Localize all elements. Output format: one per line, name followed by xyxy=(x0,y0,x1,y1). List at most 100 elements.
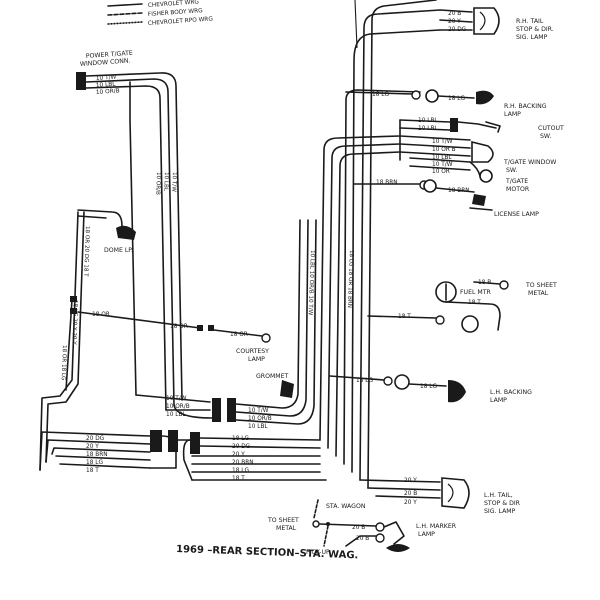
cutout-switch: 10 LBL 10 LBL CUTOUT SW. xyxy=(399,118,564,161)
wire-label: 10 LBL xyxy=(418,118,438,124)
cutout-label: CUTOUT xyxy=(538,125,564,132)
wire-label: 20 B xyxy=(448,11,461,17)
fuel-mtr-label: FUEL MTR xyxy=(460,289,492,296)
lh-backing-label-2: LAMP xyxy=(490,397,507,404)
wire-label: 20 Y xyxy=(404,500,417,506)
wire-label: 20 Y xyxy=(448,19,461,25)
wire-label: 10 LBL xyxy=(166,412,186,418)
tgate-window-switch: 10 T/W 10 OR B 10 LBL 10 T/W 10 OR T/GAT… xyxy=(399,135,556,193)
to-sheet-metal-right: TO SHEET xyxy=(525,282,557,289)
wire-label: 20 B xyxy=(352,525,365,531)
courtesy-lamp-circuit: 18 OR 18 OR 18 OR COURTESY LAMP xyxy=(70,296,271,363)
wire-label: 20 DG xyxy=(448,27,467,33)
wire-label: 20 DG xyxy=(232,444,251,450)
wire-label: 10 LBL xyxy=(248,424,268,430)
wire-label: 18 BRN xyxy=(376,180,398,186)
vertical-label: 10 LBL xyxy=(162,172,169,192)
wire-label: 10 T/W xyxy=(432,162,453,168)
tgate-window-label: T/GATE WINDOW xyxy=(503,159,556,166)
dome-lamp: DOME LP. xyxy=(77,209,136,254)
vertical-label: 18 LG 18 OR 18 BRN xyxy=(346,250,354,308)
lh-tail-label-2: STOP & DIR xyxy=(484,500,521,507)
wire-label: 18 T xyxy=(86,468,99,474)
wire-label: 18 T xyxy=(398,314,411,320)
wire-label: 18 OR xyxy=(170,324,188,330)
wire-label: 18 OR xyxy=(92,312,110,318)
wire-label: 10 T/W xyxy=(248,408,269,414)
rh-backing-lamp: 18 LG 18 LG R.H. BACKING LAMP xyxy=(345,89,547,118)
wire-label: 18 LG xyxy=(448,96,465,102)
vertical-label: 18 OR 18 LG xyxy=(60,345,67,381)
rh-backing-label-2: LAMP xyxy=(504,111,521,118)
grommet: GROMMET xyxy=(256,373,294,398)
wire-label: 10 OR xyxy=(432,169,450,175)
left-vertical-bundle xyxy=(39,211,85,471)
wire-label: 10 OR B xyxy=(432,147,456,153)
lh-backing-label: L.H. BACKING xyxy=(490,389,532,396)
pick-up-label: PICK-UP xyxy=(306,549,330,556)
grommet-label: GROMMET xyxy=(256,373,289,380)
wire-label: 18 BRN xyxy=(448,188,470,194)
wire-label: 10 T/W xyxy=(166,396,187,402)
wire-label: 20 Y xyxy=(404,478,417,484)
wire-label: 10 LBL xyxy=(418,126,438,132)
power-tgate-label: POWER T/GATE xyxy=(86,50,133,60)
wire-label: 20 DG xyxy=(86,436,105,442)
lh-backing-lamp: 18 LG 18 LG L.H. BACKING LAMP xyxy=(329,374,532,404)
wire-label: 20 Y xyxy=(232,452,245,458)
courtesy-lamp-label-2: LAMP xyxy=(248,356,265,363)
fuel-meter: 18 B TO SHEET METAL FUEL MTR 18 T 18 T xyxy=(367,280,557,333)
tgate-motor-label-2: MOTOR xyxy=(506,186,530,193)
sta-wagon-label: STA. WAGON xyxy=(326,503,366,510)
courtesy-lamp-label: COURTESY xyxy=(236,348,269,355)
cutout-label-2: SW. xyxy=(540,133,551,140)
lh-marker-circuit: STA. WAGON TO SHEET METAL PICK-UP 20 B 2… xyxy=(267,499,457,556)
middle-bundle: 18 LG 20 DG 20 Y 20 BRN 18 LG 18 T xyxy=(182,432,327,482)
vertical-label: 18 OR 20 DG 18 T xyxy=(82,226,90,277)
separator-line xyxy=(354,0,358,49)
wire-label: 20 B xyxy=(356,536,369,542)
vertical-label: 10 OR/B xyxy=(154,172,161,195)
wire-label: 18 LG xyxy=(232,468,249,474)
wire-label: 18 B xyxy=(478,280,491,286)
power-tgate-label-2: WINDOW CONN. xyxy=(80,57,131,68)
lh-tail-lamp: 20 Y 20 B 20 Y L.H. TAIL, STOP & DIR SIG… xyxy=(359,477,521,515)
bottom-tgate-junction: 10 T/W 10 OR/B 10 LBL 10 T/W 10 OR/B 10 … xyxy=(135,219,317,430)
tgate-window-label-2: SW. xyxy=(506,167,517,174)
wire-label: 18 LG xyxy=(420,384,437,390)
legend-fisher-body-wrg: FISHER BODY WRG xyxy=(148,8,204,18)
wire-label: 18 T xyxy=(232,476,245,482)
dome-lamp-label: DOME LP. xyxy=(104,247,133,254)
lh-tail-label-3: SIG. LAMP xyxy=(484,508,516,515)
wire-label: 20 Y xyxy=(86,444,99,450)
wire-label: 18 LG xyxy=(232,436,249,442)
main-vertical-bundle xyxy=(319,0,441,489)
wire-label: 10 OR/B xyxy=(96,88,120,96)
wire-label: 18 LG xyxy=(86,460,103,466)
wire-label: 10 T/W xyxy=(96,75,117,82)
left-tgate-bundle xyxy=(85,72,183,411)
wire-label: 10 OR/B xyxy=(248,416,272,422)
vertical-label: 18 LG 20 Y 20 Y xyxy=(70,300,78,345)
vertical-label: 10 T/W xyxy=(170,172,177,192)
legend-chevrolet-rpo-wrg: CHEVROLET RPO WRG xyxy=(148,16,214,27)
wire-label: 10 T/W xyxy=(432,139,453,145)
license-lamp-label: LICENSE LAMP xyxy=(494,211,539,218)
vertical-label: 10 LBL 10 OR/B 10 T/W xyxy=(307,250,315,316)
lh-marker-label: L.H. MARKER xyxy=(416,523,457,530)
rh-tail-lamp: 20 B 20 Y 20 DG R.H. TAIL STOP & DIR. SI… xyxy=(439,7,554,41)
wire-label: 10 OR/B xyxy=(166,404,190,410)
rh-tail-label-3: SIG. LAMP xyxy=(516,34,548,41)
wire-label: 18 T xyxy=(468,300,481,306)
diagram-title: 1969 –REAR SECTION–STA. WAG. xyxy=(176,544,359,561)
lh-tail-label: L.H. TAIL, xyxy=(484,492,513,499)
wire-label: 18 LG xyxy=(356,378,373,384)
lh-marker-label-2: LAMP xyxy=(418,531,435,538)
power-tgate-connector: POWER T/GATE WINDOW CONN. 10 T/W 10 LBL … xyxy=(76,50,133,96)
tgate-motor-label: T/GATE xyxy=(505,178,528,185)
wire-label: 18 OR xyxy=(230,332,248,338)
wire-label: 10 LBL xyxy=(96,82,117,89)
legend-chevrolet-wrg: CHEVROLET WRG xyxy=(148,0,200,9)
connector-block xyxy=(76,72,86,90)
